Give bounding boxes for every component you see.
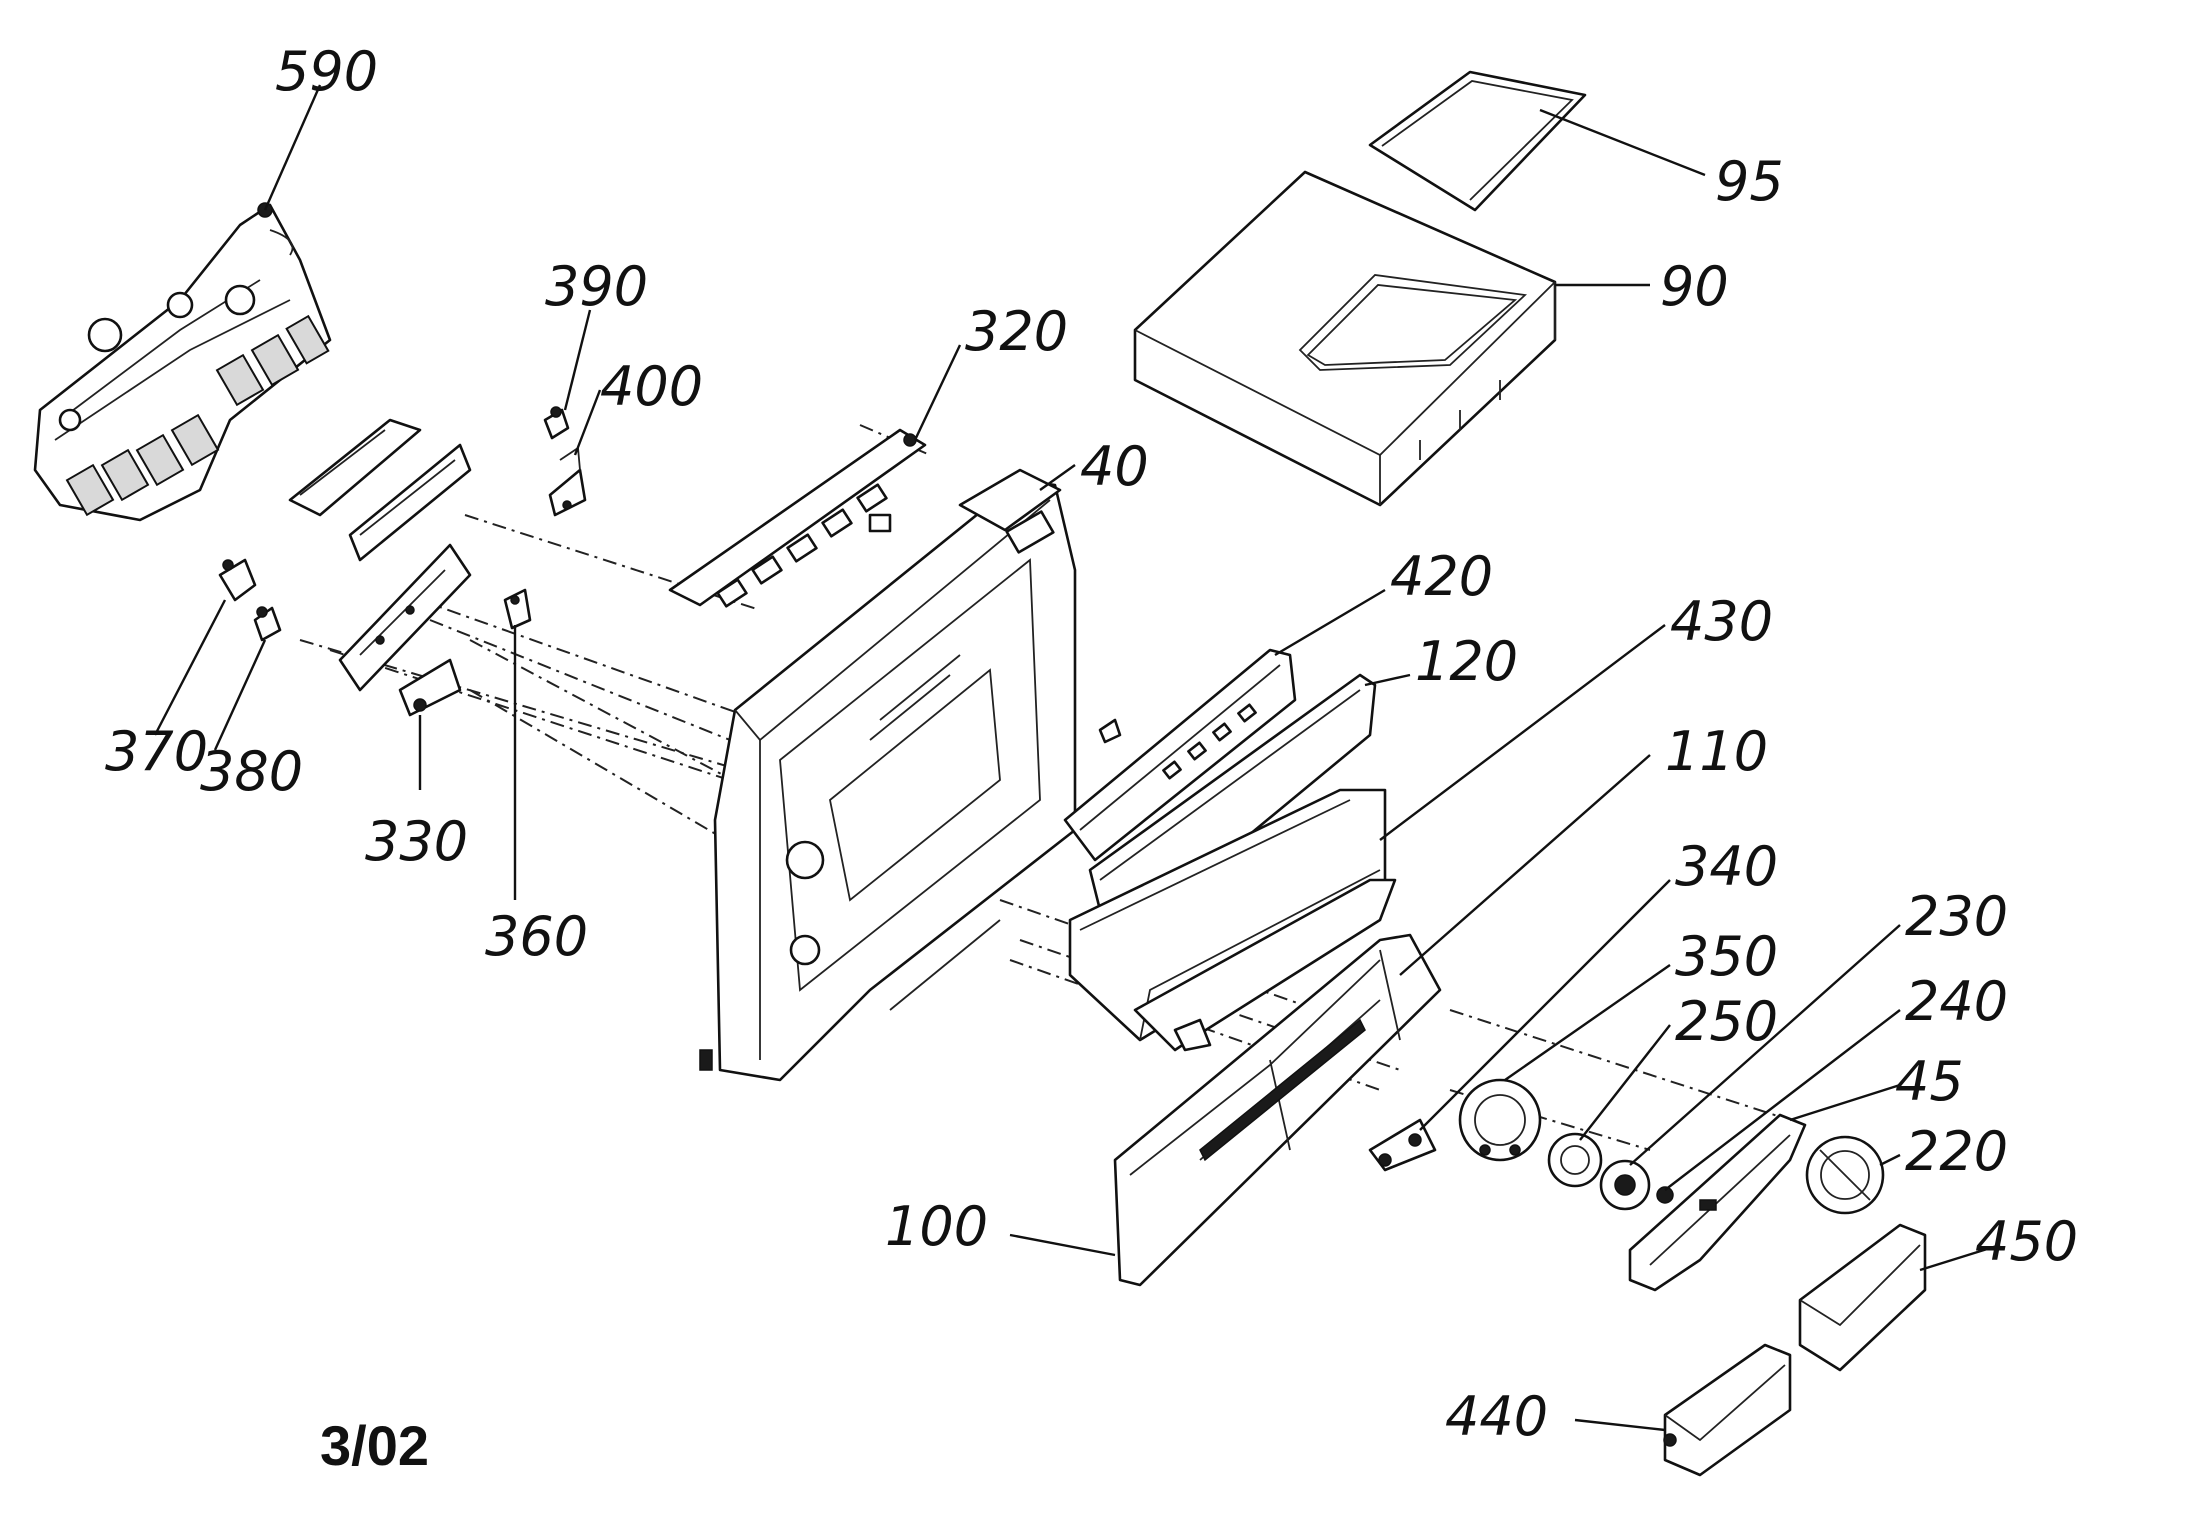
display-window-parts (288, 418, 472, 562)
part-110-lower-door (1133, 878, 1397, 1052)
part-400-bracket (548, 446, 587, 517)
part-pcb-board (338, 543, 472, 692)
part-590-cassette-mechanism (33, 202, 332, 522)
label-350: 350 (1675, 925, 1778, 988)
part-220-dial (1805, 1135, 1885, 1215)
part-340-switch-pcb (1368, 1118, 1437, 1172)
label-370: 370 (105, 720, 208, 783)
label-440: 440 (1445, 1385, 1548, 1448)
label-390: 390 (545, 255, 648, 318)
label-45: 45 (1895, 1050, 1964, 1113)
label-320: 320 (965, 300, 1068, 363)
part-440-end-cap (1663, 1343, 1792, 1477)
label-430: 430 (1670, 590, 1773, 653)
part-45-side-bracket (1628, 1113, 1807, 1292)
part-370-bracket (218, 558, 257, 602)
part-330-switch-block (398, 658, 462, 717)
leader-lines (153, 84, 2001, 1432)
sheet-number: 3/02 (320, 1414, 429, 1477)
part-100-lower-front-panel (1113, 933, 1442, 1287)
part-250-knob (1547, 1132, 1603, 1188)
label-40: 40 (1080, 435, 1149, 498)
label-100: 100 (885, 1195, 988, 1258)
part-360-clip (503, 588, 532, 630)
label-110: 110 (1665, 720, 1768, 783)
part-450-end-cap (1798, 1223, 1927, 1372)
part-40-front-panel (699, 468, 1077, 1082)
label-250: 250 (1675, 990, 1778, 1053)
label-400: 400 (600, 355, 703, 418)
label-120: 120 (1415, 630, 1518, 693)
label-95: 95 (1715, 150, 1784, 213)
label-90: 90 (1660, 255, 1729, 318)
label-380: 380 (200, 740, 303, 803)
label-220: 220 (1905, 1120, 2008, 1183)
part-420-control-fascia (1063, 648, 1297, 862)
label-420: 420 (1390, 545, 1493, 608)
part-240-pin (1656, 1186, 1674, 1204)
label-450: 450 (1975, 1210, 2078, 1273)
part-350-housing (1458, 1078, 1542, 1162)
label-240: 240 (1905, 970, 2008, 1033)
part-labels: 590 95 90 390 400 320 40 420 430 120 110… (105, 40, 2078, 1448)
part-380-switch (253, 606, 282, 642)
label-330: 330 (365, 810, 468, 873)
part-90-top-cover (1133, 170, 1557, 507)
label-340: 340 (1675, 835, 1778, 898)
part-230-wheel (1599, 1159, 1651, 1211)
label-230: 230 (1905, 885, 2008, 948)
part-95-lid-glass (1368, 70, 1587, 212)
label-360: 360 (485, 905, 588, 968)
label-590: 590 (275, 40, 378, 103)
part-390-clip (543, 406, 570, 440)
part-320-button-strip (668, 428, 927, 608)
